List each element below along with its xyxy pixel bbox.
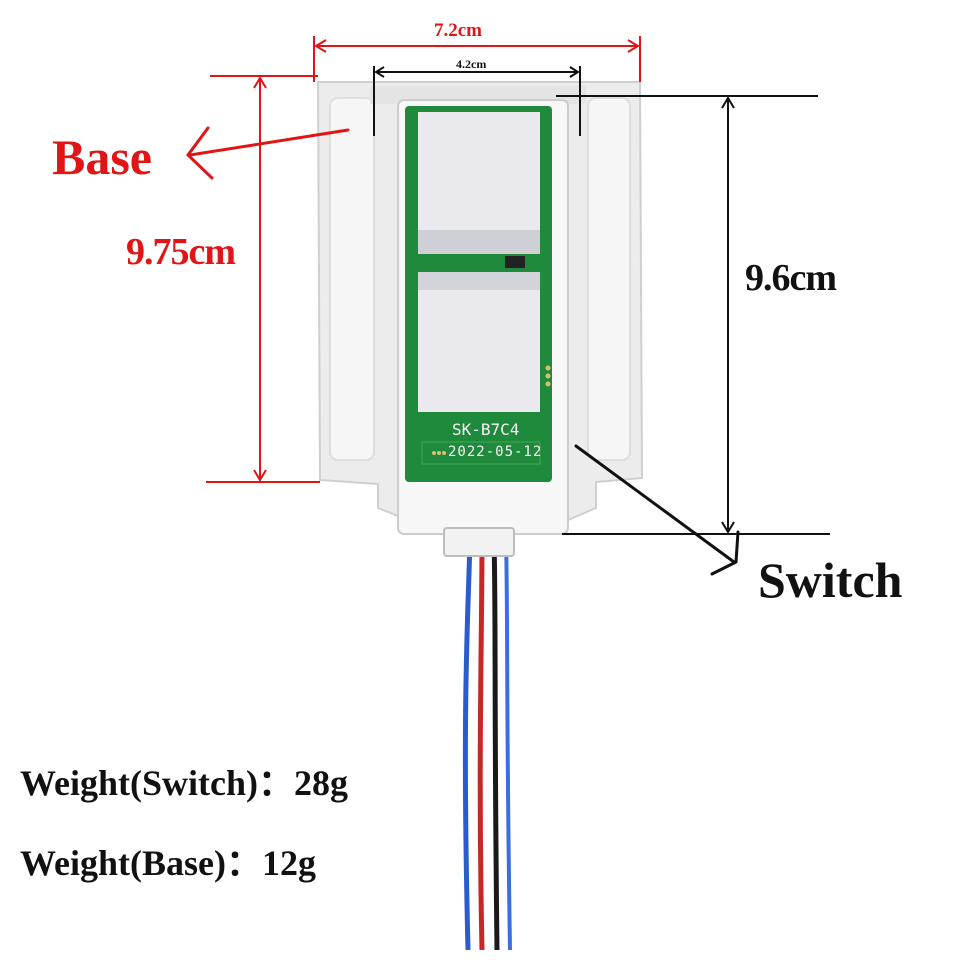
pcb-board (405, 106, 552, 482)
wire-red (477, 539, 485, 951)
weight-switch-spec: Weight(Switch)：28g (20, 763, 348, 803)
weight-base-spec: Weight(Base)：12g (20, 843, 316, 883)
dimension-inner-width (373, 66, 581, 136)
wire-blue-2 (504, 539, 512, 951)
base-height-label: 9.75cm (126, 231, 236, 273)
dimension-base-width (313, 36, 641, 82)
base-slot-right (587, 97, 631, 461)
base-label: Base (52, 129, 152, 185)
base-width-label: 7.2cm (434, 20, 483, 41)
switch-label: Switch (758, 552, 903, 608)
dimension-switch-height (556, 95, 830, 535)
pcb-date-text: 2022-05-12 (448, 444, 543, 460)
switch-pointer-arrow (574, 444, 740, 576)
touch-pad-bottom (418, 272, 540, 412)
pcb-model-text: SK-B7C4 (452, 420, 520, 439)
wire-black (491, 539, 500, 951)
base-pointer-arrow (186, 126, 350, 180)
base-slot-left (329, 97, 375, 461)
wire-bundle (462, 539, 512, 951)
inner-width-label: 4.2cm (456, 57, 487, 71)
switch-height-label: 9.6cm (745, 257, 837, 299)
wire-blue (462, 539, 473, 951)
